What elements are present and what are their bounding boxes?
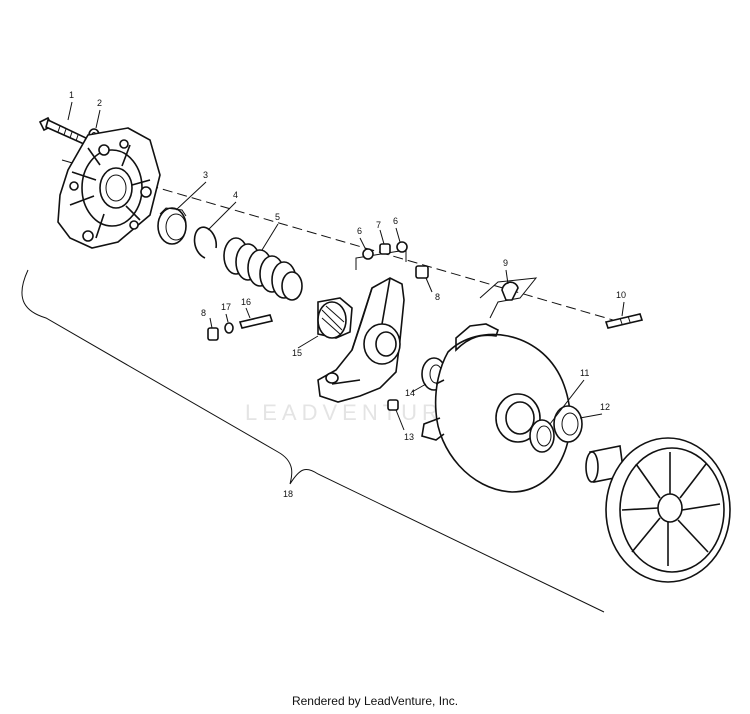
cam-arm-part	[317, 277, 405, 403]
cover-plate-part	[57, 127, 161, 249]
pin-part	[238, 314, 274, 329]
shaft-pin-part	[604, 313, 644, 329]
callout-9: 9	[503, 258, 508, 268]
item-18-brace	[21, 269, 605, 613]
callout-15: 15	[292, 348, 302, 358]
callout-17: 17	[221, 302, 231, 312]
watermark-text: LEADVENTURE	[245, 400, 463, 425]
callout-labels: 1 2 3 4 5 6 7 6 8 9 10 8 17 16 15 14 11 …	[69, 90, 626, 499]
callout-3: 3	[203, 170, 208, 180]
nut-part-upper	[415, 265, 429, 279]
bushing-part	[529, 419, 555, 453]
callout-10: 10	[616, 290, 626, 300]
cap-part	[207, 327, 219, 341]
callout-leaders	[67, 101, 625, 431]
callout-16: 16	[241, 297, 251, 307]
callout-11: 11	[580, 368, 589, 378]
callout-14: 14	[405, 388, 415, 398]
callout-1: 1	[69, 90, 74, 100]
callout-8b: 8	[201, 308, 206, 318]
moveable-sheave-part	[421, 323, 571, 493]
callout-5: 5	[275, 212, 280, 222]
bushing-ring-part	[157, 207, 187, 245]
callout-13: 13	[404, 432, 414, 442]
callout-8a: 8	[435, 292, 440, 302]
callout-4: 4	[233, 190, 238, 200]
spring-part	[223, 237, 303, 301]
small-washer-part	[224, 322, 234, 334]
callout-18: 18	[283, 489, 293, 499]
bolt-part	[38, 116, 87, 146]
washer-part-large	[553, 405, 583, 443]
footer-credit: Rendered by LeadVenture, Inc.	[291, 694, 459, 708]
snap-ring-part	[193, 226, 218, 259]
callout-12: 12	[600, 402, 610, 412]
washer-stack-part	[355, 241, 408, 270]
callout-6b: 6	[393, 216, 398, 226]
fixed-sheave-part	[585, 437, 731, 583]
roller-part	[317, 297, 353, 339]
clip-part	[479, 277, 538, 319]
callout-7: 7	[376, 220, 381, 230]
nut-part-lower	[387, 399, 399, 411]
callout-6a: 6	[357, 226, 362, 236]
callout-2: 2	[97, 98, 102, 108]
